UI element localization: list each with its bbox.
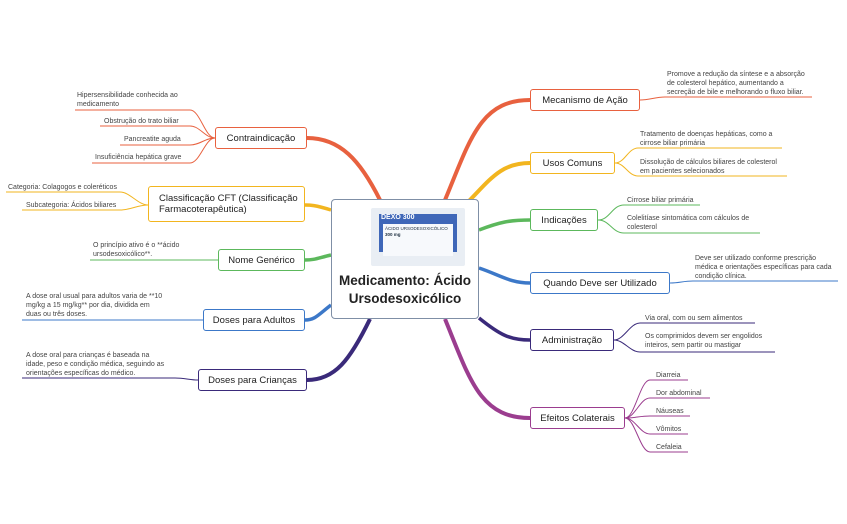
central-topic[interactable]: DEXO 300 ÁCIDO URSODESOXICÓLICO 300 mg M… — [331, 199, 479, 319]
package-text: ÁCIDO URSODESOXICÓLICO 300 mg — [385, 226, 448, 237]
leaf-doses-adultos[interactable]: A dose oral usual para adultos varia de … — [26, 293, 163, 319]
central-title: Medicamento: Ácido Ursodesoxicólico — [338, 273, 471, 307]
branch-classificacao — [304, 203, 332, 212]
topic-contraindicacao[interactable]: Contraindicação — [215, 127, 307, 149]
branch-usos — [463, 161, 531, 207]
branch-administracao — [477, 316, 531, 342]
branch-efeitos — [443, 318, 531, 420]
leaf-efeito-vomitos[interactable]: Vômitos — [656, 426, 682, 433]
leaf-efeito-nauseas[interactable]: Náuseas — [656, 408, 684, 415]
topic-administracao[interactable]: Administração — [530, 329, 614, 351]
medicine-package-image: DEXO 300 ÁCIDO URSODESOXICÓLICO 300 mg — [371, 208, 465, 266]
leaf-efeito-cefaleia[interactable]: Cefaleia — [656, 444, 682, 451]
leaf-classificacao-subcategoria[interactable]: Subcategoria: Ácidos biliares — [26, 202, 117, 209]
branch-quando — [478, 266, 531, 285]
branch-mecanismo — [443, 98, 531, 201]
topic-mecanismo-de-acao[interactable]: Mecanismo de Ação — [530, 89, 640, 111]
branch-adultos — [304, 303, 333, 322]
leaf-efeito-diarreia[interactable]: Diarreia — [656, 372, 681, 379]
leaf-efeito-dor-abdominal[interactable]: Dor abdominal — [656, 390, 702, 397]
leaf-contra-pancreatite[interactable]: Pancreatite aguda — [124, 136, 181, 143]
topic-doses-criancas[interactable]: Doses para Crianças — [198, 369, 307, 391]
topic-doses-adultos[interactable]: Doses para Adultos — [203, 309, 305, 331]
branch-contraindicacao — [306, 136, 382, 201]
topic-nome-generico[interactable]: Nome Genérico — [218, 249, 305, 271]
leaf-usos-2[interactable]: Dissolução de cálculos biliares de coles… — [640, 159, 777, 176]
leaf-indicacoes-1[interactable]: Cirrose biliar primária — [627, 197, 694, 204]
topic-efeitos-colaterais[interactable]: Efeitos Colaterais — [530, 407, 625, 429]
topic-usos-comuns[interactable]: Usos Comuns — [530, 152, 615, 174]
leaf-contra-obstrucao[interactable]: Obstrução do trato biliar — [104, 118, 179, 125]
branch-nome — [304, 253, 332, 262]
branch-indicacoes — [478, 218, 531, 232]
topic-indicacoes[interactable]: Indicações — [530, 209, 598, 231]
topic-quando-deve-ser-utilizado[interactable]: Quando Deve ser Utilizado — [530, 272, 670, 294]
leaf-classificacao-categoria[interactable]: Categoria: Colagogos e coleréticos — [8, 184, 117, 191]
package-brand: DEXO 300 — [381, 214, 415, 221]
leaf-mecanismo[interactable]: Promove a redução da síntese e a absorçã… — [667, 71, 805, 97]
leaf-administracao-1[interactable]: Via oral, com ou sem alimentos — [645, 315, 743, 322]
leaf-contra-insuficiencia[interactable]: Insuficiência hepática grave — [95, 154, 182, 161]
branch-criancas — [306, 318, 372, 382]
